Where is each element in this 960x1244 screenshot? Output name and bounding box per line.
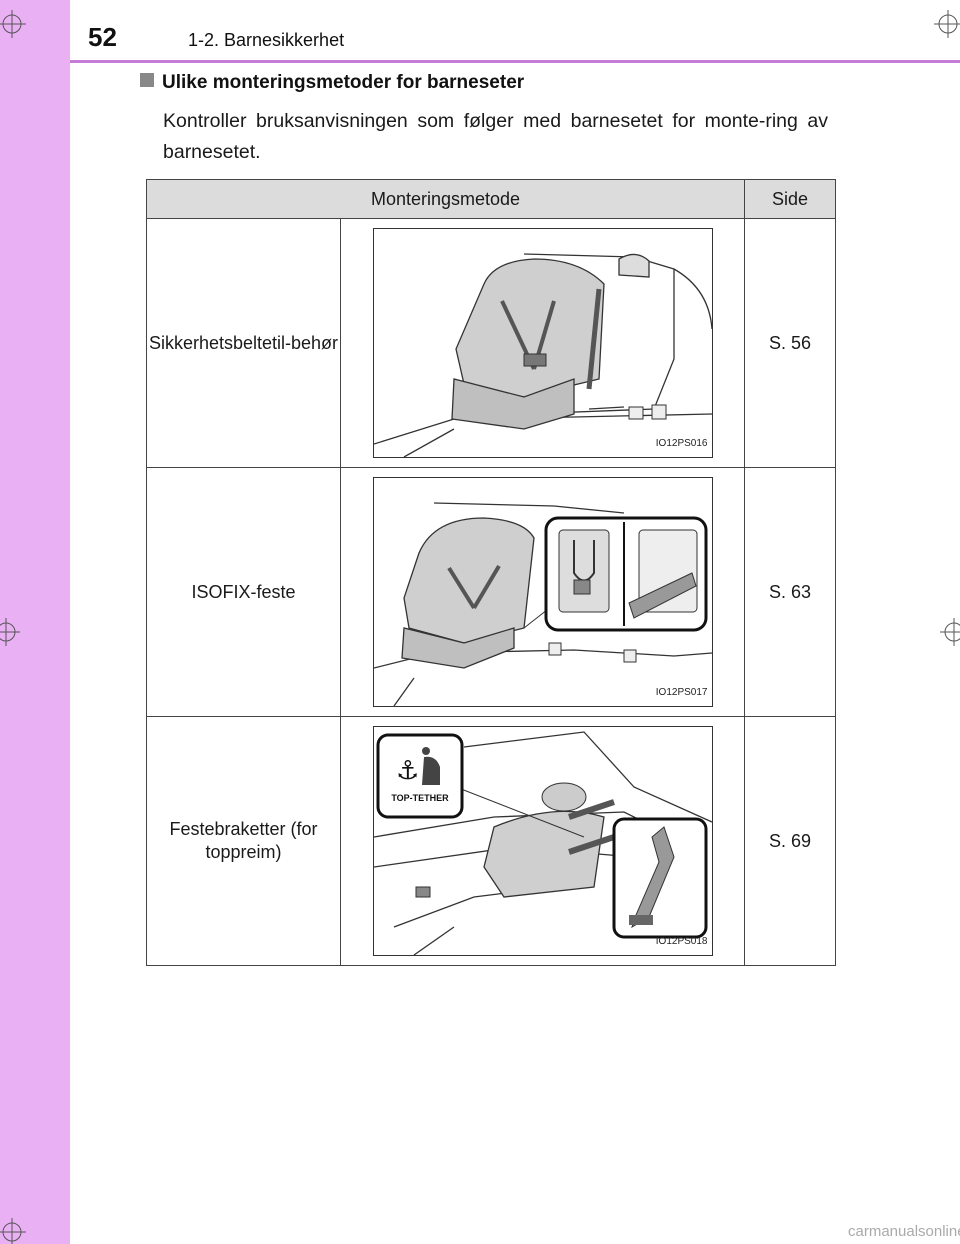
method-cell: ISOFIX-feste <box>146 467 341 717</box>
figure-top-tether-installation: ⚓ TOP-TETHER IO12PS018 <box>372 726 713 956</box>
child-seat-seatbelt-illustration <box>373 253 712 457</box>
page-number: 52 <box>88 22 117 52</box>
top-tether-bracket-illustration: ⚓ TOP-TETHER <box>373 731 712 955</box>
method-cell: Sikkerhetsbeltetil-behør <box>146 218 341 468</box>
square-bullet-icon <box>140 73 154 87</box>
column-header-page: Side <box>744 179 836 219</box>
figure-seatbelt-installation: IO12PS016 <box>372 228 713 458</box>
heading-text: Ulike monteringsmetoder for barneseter <box>162 72 525 93</box>
header-rule <box>70 60 960 63</box>
table-header-row: Monteringsmetode Side <box>146 179 836 219</box>
figure-cell: IO12PS016 <box>340 218 745 468</box>
figure-id-label: IO12PS017 <box>655 687 708 698</box>
top-tether-badge-text: TOP-TETHER <box>391 793 449 803</box>
section-heading: Ulike monteringsmetoder for barneseter <box>140 72 524 94</box>
crop-mark-icon <box>0 1218 26 1244</box>
section-title: 1-2. Barnesikkerhet <box>188 30 345 50</box>
crop-mark-icon <box>0 10 26 38</box>
method-cell: Festebraketter (for toppreim) <box>146 716 341 966</box>
page-cell: S. 69 <box>744 716 836 966</box>
table-row: ISOFIX-feste <box>146 467 836 717</box>
left-color-band <box>0 0 70 1244</box>
page-cell: S. 56 <box>744 218 836 468</box>
figure-id-label: IO12PS016 <box>655 438 708 449</box>
child-seat-isofix-illustration <box>373 502 712 706</box>
figure-cell: IO12PS017 <box>340 467 745 717</box>
crop-mark-icon <box>940 618 960 646</box>
crop-mark-icon <box>934 10 960 38</box>
table-row: Sikkerhetsbeltetil-behør <box>146 218 836 468</box>
column-header-method: Monteringsmetode <box>146 179 745 219</box>
svg-text:⚓: ⚓ <box>396 756 419 786</box>
figure-id-label: IO12PS018 <box>655 936 708 947</box>
installation-methods-table: Monteringsmetode Side Sikkerhetsbeltetil… <box>146 179 836 966</box>
figure-cell: ⚓ TOP-TETHER IO12PS018 <box>340 716 745 966</box>
page-cell: S. 63 <box>744 467 836 717</box>
table-row: Festebraketter (for toppreim) <box>146 716 836 966</box>
crop-mark-icon <box>0 618 20 646</box>
figure-isofix-installation: IO12PS017 <box>372 477 713 707</box>
footer-watermark: carmanualsonline.info <box>848 1223 960 1240</box>
intro-paragraph: Kontroller bruksanvisningen som følger m… <box>163 110 828 163</box>
